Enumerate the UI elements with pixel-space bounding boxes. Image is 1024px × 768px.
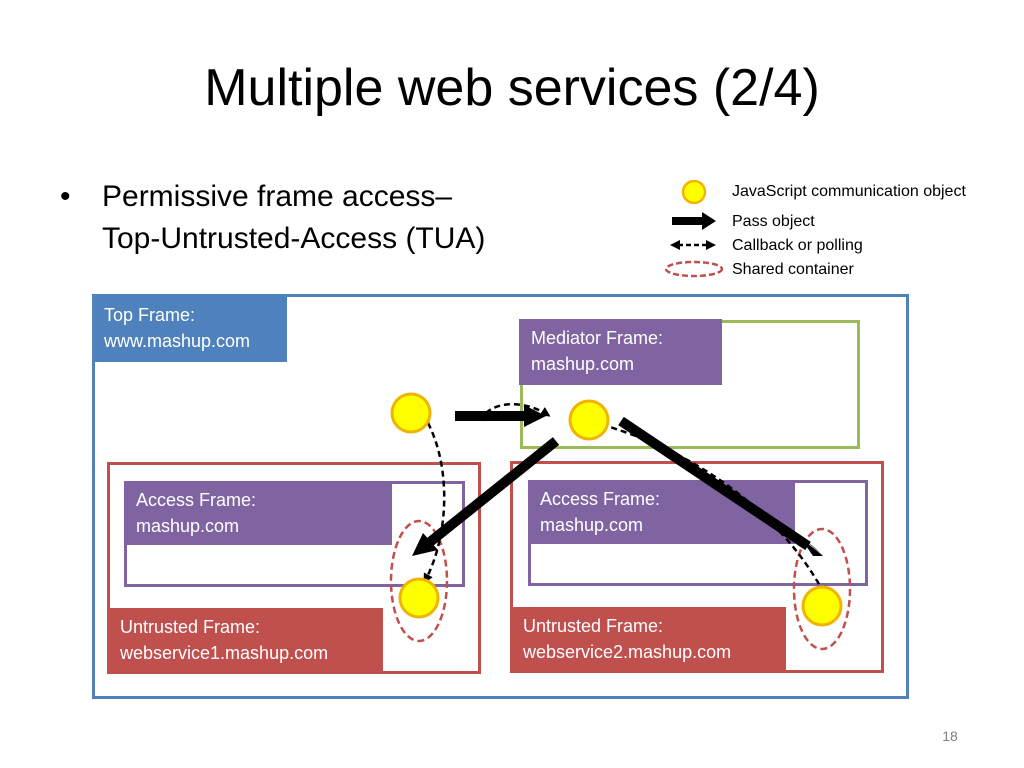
- legend-label: Pass object: [732, 213, 815, 230]
- mediator-frame-label-line-2: mashup.com: [531, 354, 635, 374]
- untrusted-frame-1-label-line-1: Untrusted Frame:: [120, 617, 261, 637]
- top-frame-label-line-1: Top Frame:: [104, 305, 196, 325]
- access-frame-1-label-line-2: mashup.com: [136, 516, 240, 536]
- top-frame-label-line-2: www.mashup.com: [104, 331, 251, 351]
- bullet-text: Permissive frame access– Top-Untrusted-A…: [102, 176, 485, 260]
- top-frame: [92, 294, 909, 699]
- mediator-frame-label: Mediator Frame: mashup.com: [519, 319, 722, 385]
- access-frame-1-label: Access Frame: mashup.com: [124, 481, 392, 545]
- legend-label: Callback or polling: [732, 237, 863, 254]
- legend-label: JavaScript communication object: [732, 183, 966, 200]
- bullet-line-2: Top-Untrusted-Access (TUA): [102, 222, 486, 255]
- callback-arrow-icon: [670, 240, 716, 250]
- untrusted-frame-1-label: Untrusted Frame: webservice1.mashup.com: [108, 608, 383, 674]
- legend-item-callback-polling: Callback or polling: [660, 234, 1020, 258]
- pass-object-arrow-icon: [672, 212, 716, 230]
- legend-label: Shared container: [732, 261, 854, 278]
- slide-title: Multiple web services (2/4): [204, 59, 820, 117]
- access-frame-1-label-line-1: Access Frame:: [136, 490, 257, 510]
- shared-container-icon: [664, 260, 724, 278]
- top-frame-label: Top Frame: www.mashup.com: [92, 296, 287, 362]
- untrusted-frame-2-label-line-2: webservice2.mashup.com: [523, 642, 732, 662]
- access-frame-2-label-line-2: mashup.com: [540, 515, 644, 535]
- legend-item-shared-container: Shared container: [660, 258, 1020, 282]
- untrusted-frame-2-label: Untrusted Frame: webservice2.mashup.com: [511, 607, 786, 673]
- communication-object-icon: [681, 180, 707, 204]
- access-frame-2-label: Access Frame: mashup.com: [528, 480, 795, 544]
- untrusted-frame-2-label-line-1: Untrusted Frame:: [523, 616, 664, 636]
- legend-item-pass-object: Pass object: [660, 210, 1020, 234]
- access-frame-2-label-line-1: Access Frame:: [540, 489, 661, 509]
- page-number: 18: [942, 728, 958, 744]
- bullet-marker: •: [60, 180, 71, 213]
- untrusted-frame-1-label-line-2: webservice1.mashup.com: [120, 643, 329, 663]
- mediator-frame-label-line-1: Mediator Frame:: [531, 328, 664, 348]
- bullet-line-1: Permissive frame access–: [102, 180, 453, 213]
- legend-item-communication-object: JavaScript communication object: [660, 180, 1020, 204]
